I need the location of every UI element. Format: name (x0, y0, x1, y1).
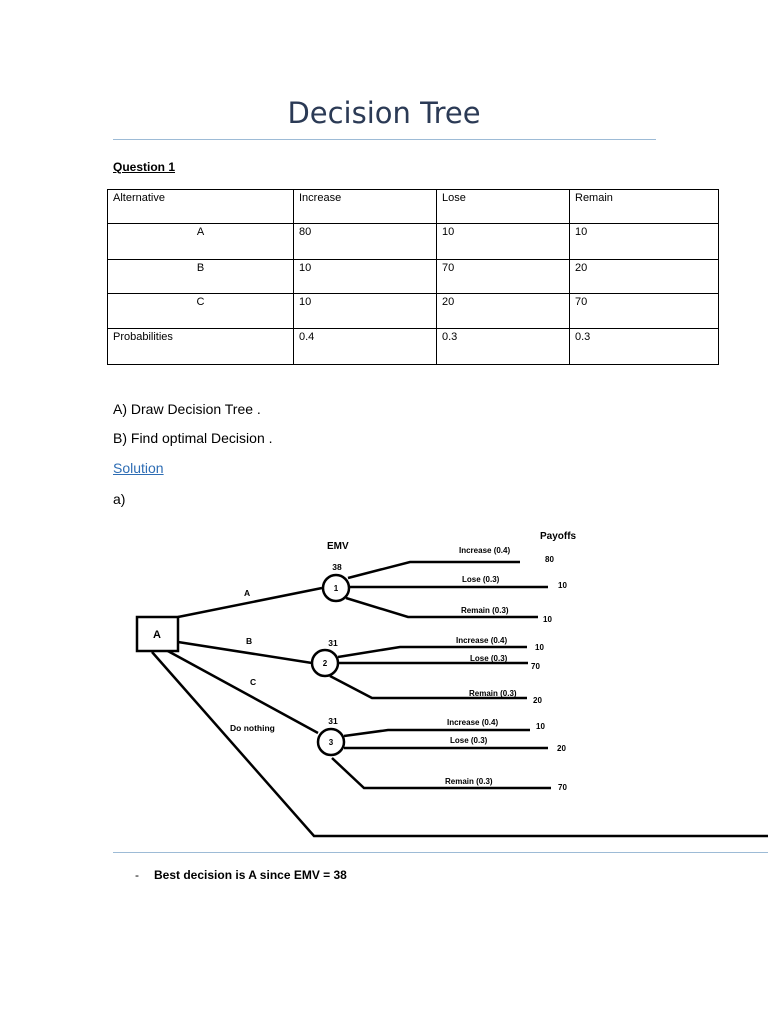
branch-b-line (177, 640, 313, 665)
emv-value: 38 (332, 562, 342, 572)
chance-node-id: 2 (323, 659, 328, 668)
table-header-row: Alternative Increase Lose Remain (107, 189, 719, 224)
table-row: C 10 20 70 (107, 293, 719, 329)
payoff-value: 70 (558, 783, 567, 792)
outcome-line (337, 645, 527, 659)
emv-header: EMV (327, 541, 349, 552)
payoff-value: 20 (533, 696, 542, 705)
table-cell: 70 (569, 293, 719, 329)
payoff-value: 70 (531, 662, 540, 671)
conclusion-text: Best decision is A since EMV = 38 (154, 868, 347, 882)
table-cell: 0.3 (436, 328, 570, 365)
branch-label: A (244, 588, 250, 598)
branch-label: Do nothing (230, 723, 275, 733)
outcome-line (329, 674, 527, 700)
chance-node-id: 3 (329, 738, 334, 747)
table-cell: 0.3 (569, 328, 719, 365)
table-cell: 10 (293, 293, 437, 329)
table-cell: Probabilities (107, 328, 294, 365)
table-row: A 80 10 10 (107, 223, 719, 260)
table-cell: 20 (436, 293, 570, 329)
bullet-dash: - (135, 868, 139, 882)
decision-node-label: A (153, 629, 161, 641)
table-cell: C (107, 293, 294, 329)
header-cell: Lose (436, 189, 570, 224)
outcome-label: Lose (0.3) (450, 736, 488, 745)
outcome-label: Lose (0.3) (470, 654, 508, 663)
question-heading: Question 1 (113, 160, 176, 174)
emv-value: 31 (328, 716, 338, 726)
table-cell: 10 (569, 223, 719, 260)
table-cell: A (107, 223, 294, 260)
outcome-line (347, 560, 520, 580)
table-cell: 10 (436, 223, 570, 260)
table-cell: 20 (569, 259, 719, 294)
payoff-value: 20 (557, 744, 566, 753)
chance-node-1 (321, 573, 351, 603)
payoffs-header: Payoffs (540, 531, 577, 542)
table-cell: 0.4 (293, 328, 437, 365)
outcome-line (345, 596, 538, 619)
table-cell: 70 (436, 259, 570, 294)
outcome-label: Increase (0.4) (456, 636, 507, 645)
chance-node-2 (310, 648, 340, 678)
payoff-value: 10 (558, 581, 567, 590)
outcome-line (331, 757, 551, 790)
header-cell: Increase (293, 189, 437, 224)
task-a: A) Draw Decision Tree . (113, 401, 261, 417)
payoff-value: 80 (545, 555, 554, 564)
solution-link[interactable]: Solution (113, 460, 164, 476)
payoff-value: 10 (535, 643, 544, 652)
emv-value: 31 (328, 638, 338, 648)
table-row: B 10 70 20 (107, 259, 719, 294)
payoff-table: Alternative Increase Lose Remain A 80 10… (107, 189, 719, 365)
decision-node (135, 615, 180, 653)
outcome-label: Remain (0.3) (445, 777, 493, 786)
header-cell: Alternative (107, 189, 294, 224)
decision-tree-diagram: A 1 2 3 EMV Payoffs 38 31 31 A B C Do no… (135, 531, 768, 838)
outcome-label: Remain (0.3) (469, 689, 517, 698)
tree-branches (151, 560, 768, 838)
branch-c-line (165, 648, 319, 735)
outcome-label: Increase (0.4) (459, 546, 510, 555)
branch-label: C (250, 677, 256, 687)
outcome-label: Lose (0.3) (462, 575, 500, 584)
branch-label: B (246, 636, 252, 646)
table-cell: 10 (293, 259, 437, 294)
part-a-label: a) (113, 491, 126, 507)
payoff-value: 10 (536, 722, 545, 731)
table-cell: B (107, 259, 294, 294)
page-title: Decision Tree (287, 96, 481, 130)
conclusion-bullet: - Best decision is A since EMV = 38 (135, 868, 347, 882)
header-cell: Remain (569, 189, 719, 224)
chance-node-3 (316, 727, 346, 757)
table-row: Probabilities 0.4 0.3 0.3 (107, 328, 719, 365)
branch-do-nothing-line (151, 651, 768, 838)
chance-node-id: 1 (334, 584, 339, 593)
outcome-label: Remain (0.3) (461, 606, 509, 615)
payoff-value: 10 (543, 615, 552, 624)
outcome-line (343, 728, 530, 738)
title-divider (113, 139, 656, 140)
branch-a-line (177, 586, 323, 619)
outcome-label: Increase (0.4) (447, 718, 498, 727)
task-b: B) Find optimal Decision . (113, 430, 273, 446)
table-cell: 80 (293, 223, 437, 260)
section-divider (113, 852, 768, 853)
